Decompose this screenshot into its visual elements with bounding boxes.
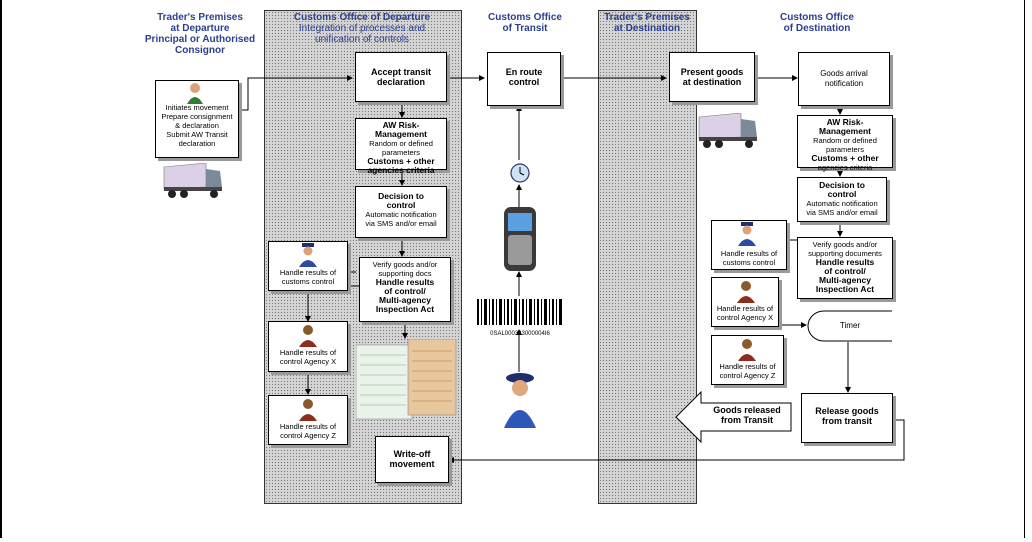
- decision-to-control-departure-box: Decision to control Automatic notificati…: [355, 186, 447, 238]
- trader-person-icon: [187, 83, 203, 104]
- mobile-phone-icon: [504, 207, 536, 271]
- agency-z-person-icon: [299, 399, 317, 421]
- header-traders-departure: Trader's Premises at Departure Principal…: [144, 12, 256, 56]
- timer-label: Timer: [839, 321, 861, 330]
- arrow-initiate-to-accept: [239, 75, 353, 111]
- verify-goods-destination-box: Verify goods and/or supporting documents…: [797, 237, 893, 299]
- agency-x-person-icon: [299, 325, 317, 347]
- timer-shape: [807, 310, 892, 342]
- verify-goods-departure-box: Verify goods and/or supporting docs Hand…: [359, 257, 451, 322]
- documents-icon: [356, 339, 457, 420]
- customs-officer-destination-icon: [738, 222, 756, 246]
- transit-officer-icon: [504, 373, 536, 428]
- agency-z-destination-person-icon: [738, 339, 756, 361]
- arrow-release-to-writeoff: [448, 419, 905, 463]
- header-customs-departure: Customs Office of Departure Integration …: [293, 12, 431, 45]
- decision-to-control-destination-box: Decision to control Automatic notificati…: [797, 177, 887, 222]
- risk-management-departure-box: AW Risk-Management Random or defined par…: [355, 118, 447, 175]
- truck-destination-icon: [698, 113, 757, 148]
- line-verify-to-handle-customs: [347, 271, 359, 287]
- customs-officer-icon: [299, 243, 317, 267]
- risk-management-destination-box: AW Risk- Management Random or defined pa…: [797, 115, 893, 172]
- goods-released-arrow: [675, 391, 792, 443]
- header-customs-transit: Customs Office of Transit: [488, 12, 562, 34]
- agency-x-destination-person-icon: [737, 281, 755, 303]
- truck-icon: [163, 163, 222, 198]
- header-traders-destination: Trader's Premises at Destination: [604, 12, 690, 34]
- barcode-icon: [474, 297, 566, 329]
- barcode-number: 0SAL000323000004I6: [490, 331, 550, 337]
- clock-icon: [510, 163, 530, 183]
- header-customs-destination: Customs Office of Destination: [780, 12, 854, 34]
- initiates-movement-box: Initiates movement Prepare consignment &…: [155, 80, 239, 158]
